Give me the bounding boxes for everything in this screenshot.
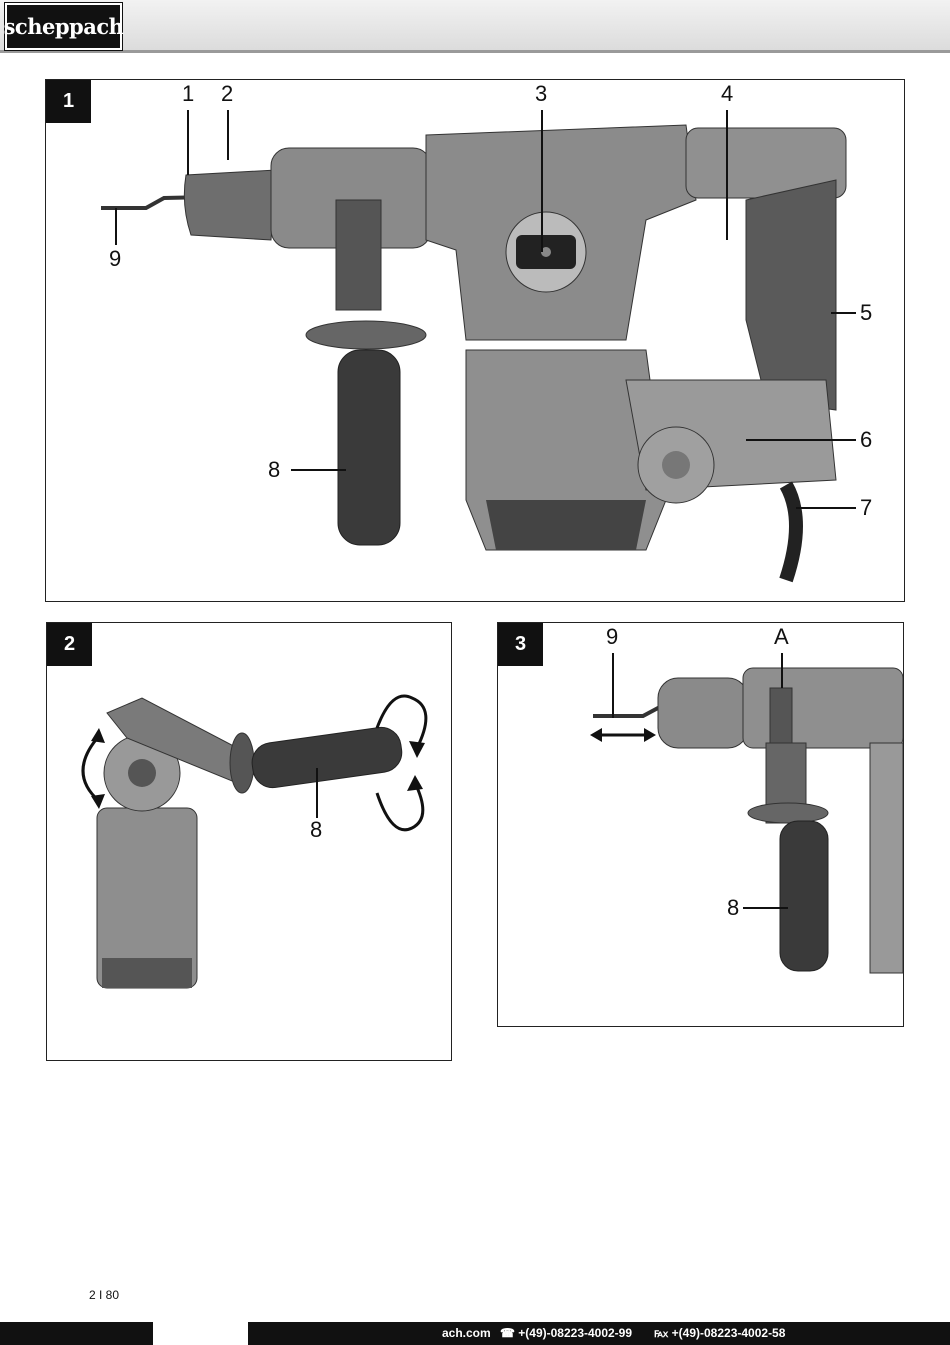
figure-2: 2 8 (46, 622, 452, 1061)
callout-7: 7 (860, 495, 873, 520)
brand-logo: scheppach (4, 3, 124, 50)
callout-8: 8 (310, 817, 323, 842)
callout-9: 9 (109, 246, 122, 271)
footer-bar: ach.com ☎ +(49)-08223-4002-99 ℻ +(49)-08… (248, 1322, 950, 1345)
page-number: 2 I 80 (89, 1288, 120, 1302)
figure-number: 1 (46, 80, 91, 123)
figure-3: 3 9 A 8 (497, 622, 904, 1027)
depth-stop-adjust-illustration (590, 653, 903, 974)
callout-3: 3 (535, 81, 548, 106)
callout-8: 8 (727, 895, 740, 920)
footer-website: ach.com (442, 1326, 491, 1340)
callout-2: 2 (221, 81, 234, 106)
callout-6: 6 (860, 427, 873, 452)
callout-9: 9 (606, 624, 619, 649)
callout-4: 4 (721, 81, 734, 106)
callout-A: A (774, 624, 789, 649)
page-header: scheppach (0, 0, 950, 53)
callout-5: 5 (860, 300, 873, 325)
footer-bar-left (0, 1322, 153, 1345)
callout-8: 8 (268, 457, 281, 482)
footer-phone: ☎ +(49)-08223-4002-99 (500, 1326, 633, 1340)
figure-1: 1 (45, 79, 905, 602)
footer-fax: ℻ +(49)-08223-4002-58 (654, 1326, 786, 1340)
figure-number: 3 (498, 623, 543, 666)
rotary-hammer-illustration (101, 110, 856, 583)
callout-1: 1 (182, 81, 195, 106)
figure-number: 2 (47, 623, 92, 666)
handle-rotation-illustration (81, 694, 428, 989)
